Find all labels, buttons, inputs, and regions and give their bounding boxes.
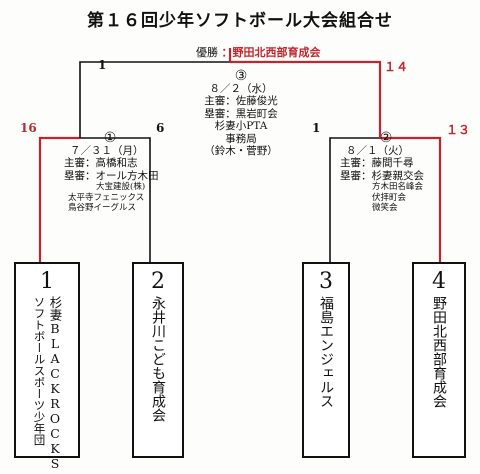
semi1-info: ① ７／３１（月） 主審：高橋和志 塁審：オール方木田 大宝建設(株) 太平寺フ… — [64, 131, 174, 214]
semi1-umpire: 主審：高橋和志 — [64, 157, 138, 169]
final-date: ８／２（水） — [209, 82, 273, 95]
team-4-name: 野田北西部育成会 — [431, 296, 447, 408]
score-semi2-left: 1 — [312, 121, 321, 135]
score-semi1-right: 6 — [156, 121, 165, 135]
final-lines — [79, 48, 382, 74]
team4-line — [380, 136, 442, 262]
team-box-3: 3 福島エンジェルス — [302, 262, 350, 458]
team-2-number: 2 — [151, 269, 165, 294]
semi1-date: ７／３１（月） — [70, 144, 144, 157]
semi2-number: ② — [379, 130, 393, 146]
winner-name: ：野田北西部育成会 — [221, 46, 321, 59]
semi2-base-umpire-2: 方木田名峰会 — [372, 182, 424, 192]
team-2-name: 永井川こども育成会 — [150, 296, 166, 422]
team-4-number: 4 — [432, 269, 446, 294]
final-umpire: 主審：佐藤俊光 — [204, 95, 278, 107]
final-left-line — [79, 61, 230, 74]
semi1-base-umpire-2: 大宝建設(株) — [96, 182, 146, 192]
score-final-right: １４ — [384, 60, 409, 74]
winner-label: 優勝 ：野田北西部育成会 — [196, 44, 321, 60]
team-1-name-col2: ソフトボールスポーツ少年団 — [32, 296, 47, 446]
score-semi1-left: 16 — [20, 121, 37, 135]
final-office: 事務局 — [225, 132, 257, 145]
team-box-2: 2 永井川こども育成会 — [132, 262, 184, 458]
semi2-base-umpire-4: 微笑会 — [372, 203, 398, 213]
team-box-4: 4 野田北西部育成会 — [412, 262, 466, 458]
semi2-info: ② ８／１（火） 主審：藤間千尋 塁審：杉妻親交会 方木田名峰会 伏拝町会 微笑… — [340, 131, 450, 214]
semi1-lines — [38, 74, 151, 262]
semi1-base-umpire: 塁審：オール方木田 — [64, 169, 159, 182]
final-right-line — [230, 60, 382, 74]
semi1-base-umpire-3: 太平寺フェニックス — [68, 192, 145, 203]
team3-line — [329, 137, 380, 262]
final-base-umpire: 塁審：黒岩町会 — [204, 107, 278, 120]
semi1-base-umpire-4: 鳥谷野イーグルス — [68, 203, 137, 213]
semi2-date: ８／１（火） — [346, 144, 409, 157]
final-info: ③ ８／２（水） 主審：佐藤俊光 塁審：黒岩町会 杉妻小PTA 事務局 （鈴木・… — [182, 68, 300, 158]
score-semi2-right: １３ — [446, 123, 471, 137]
page-title: 第１６回少年ソフトボール大会組合せ — [87, 11, 393, 31]
team1-line — [38, 136, 80, 262]
final-office-names: （鈴木・菅野） — [204, 145, 278, 157]
team-1-number: 1 — [40, 269, 54, 294]
winner-caption: 優勝 — [196, 46, 218, 59]
semi2-umpire: 主審：藤間千尋 — [340, 157, 414, 169]
team-box-1: 1 杉妻BLACKROCKS ソフトボールスポーツ少年団 — [14, 262, 80, 471]
team2-line — [80, 137, 151, 262]
team-1-name: 杉妻BLACKROCKS ソフトボールスポーツ少年団 — [16, 296, 78, 471]
final-base-umpire-2: 杉妻小PTA — [214, 120, 268, 132]
semi2-base-umpire-3: 伏拝町会 — [372, 192, 407, 203]
final-number: ③ — [234, 68, 248, 84]
team-3-number: 3 — [319, 269, 333, 294]
team-1-name-col1: 杉妻BLACKROCKS — [47, 296, 63, 471]
team-3-name: 福島エンジェルス — [318, 296, 334, 408]
score-final-left: 1 — [98, 58, 107, 72]
semi2-base-umpire: 塁審：杉妻親交会 — [340, 169, 424, 182]
semi2-lines — [329, 74, 442, 262]
semi1-number: ① — [103, 130, 117, 146]
